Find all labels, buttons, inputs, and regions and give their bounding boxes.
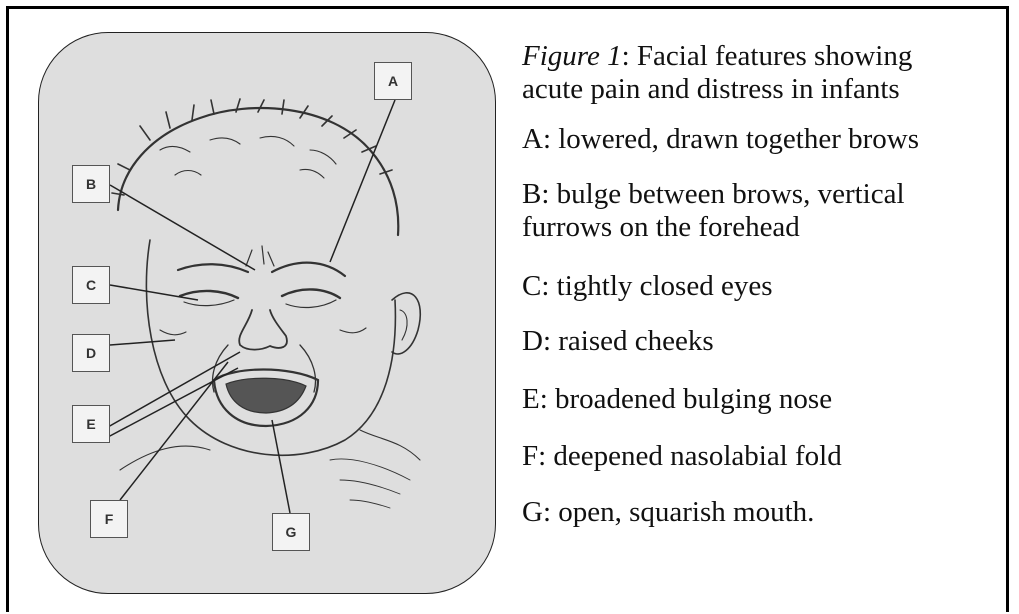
legend-item-b: B: bulge between brows, vertical xyxy=(522,178,905,211)
ear-right xyxy=(392,293,420,354)
legend-item-c: C: tightly closed eyes xyxy=(522,270,773,303)
marker-c: C xyxy=(72,266,110,304)
marker-a: A xyxy=(374,62,412,100)
caption-line1: : Facial features showing xyxy=(622,40,913,72)
figure-caption: Figure 1: Facial features showing acute … xyxy=(522,40,1012,106)
nose xyxy=(239,310,287,350)
legend-item-a: A: lowered, drawn together brows xyxy=(522,123,919,156)
caption-line2: acute pain and distress in infants xyxy=(522,73,1012,106)
marker-f: F xyxy=(90,500,128,538)
legend-item-f: F: deepened nasolabial fold xyxy=(522,440,842,473)
marker-e: E xyxy=(72,405,110,443)
eye-right xyxy=(282,289,340,298)
legend-item-g: G: open, squarish mouth. xyxy=(522,496,814,529)
brow-right xyxy=(272,263,345,276)
marker-g: G xyxy=(272,513,310,551)
legend-item-d: D: raised cheeks xyxy=(522,325,714,358)
legend-item-e: E: broadened bulging nose xyxy=(522,383,832,416)
brow-left xyxy=(178,264,248,272)
legend-item-b-cont: furrows on the forehead xyxy=(522,211,800,244)
marker-b: B xyxy=(72,165,110,203)
hair-sketch xyxy=(118,108,398,235)
eye-left xyxy=(180,291,238,298)
face-outline xyxy=(146,240,395,455)
figure-label: Figure 1 xyxy=(522,40,622,72)
marker-d: D xyxy=(72,334,110,372)
